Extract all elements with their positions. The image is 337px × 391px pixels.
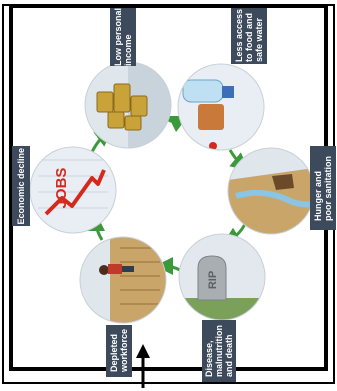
label-depleted-workforce: Depleted workforce	[106, 325, 132, 377]
decline-arrow-icon	[44, 169, 106, 216]
economic-illustration: JOBS	[30, 147, 116, 233]
pointer-arrow-icon	[136, 344, 150, 388]
label-disease: Disease, malnutrition and death	[202, 320, 236, 382]
water-bottle-icon	[182, 79, 234, 103]
rip-text: RIP	[207, 271, 219, 289]
label-low-income: Low personal income	[110, 8, 136, 66]
gravestone-icon	[197, 255, 227, 301]
label-dot	[209, 142, 217, 150]
label-hunger: Hunger and poor sanitation	[310, 146, 336, 230]
access-illustration	[178, 64, 264, 150]
label-less-access: Less access to food and safe water	[231, 8, 267, 64]
arrow-disease-to-workforce	[155, 257, 181, 276]
hunger-illustration	[228, 148, 314, 234]
worker-icon	[99, 264, 134, 275]
jobs-text: JOBS	[53, 168, 70, 209]
coin-stack-icon	[96, 83, 148, 131]
workforce-illustration	[80, 237, 166, 323]
food-box-icon	[198, 104, 224, 130]
label-economic-decline: Economic decline	[12, 146, 30, 226]
income-illustration	[85, 62, 171, 148]
animal-icon	[272, 174, 294, 190]
